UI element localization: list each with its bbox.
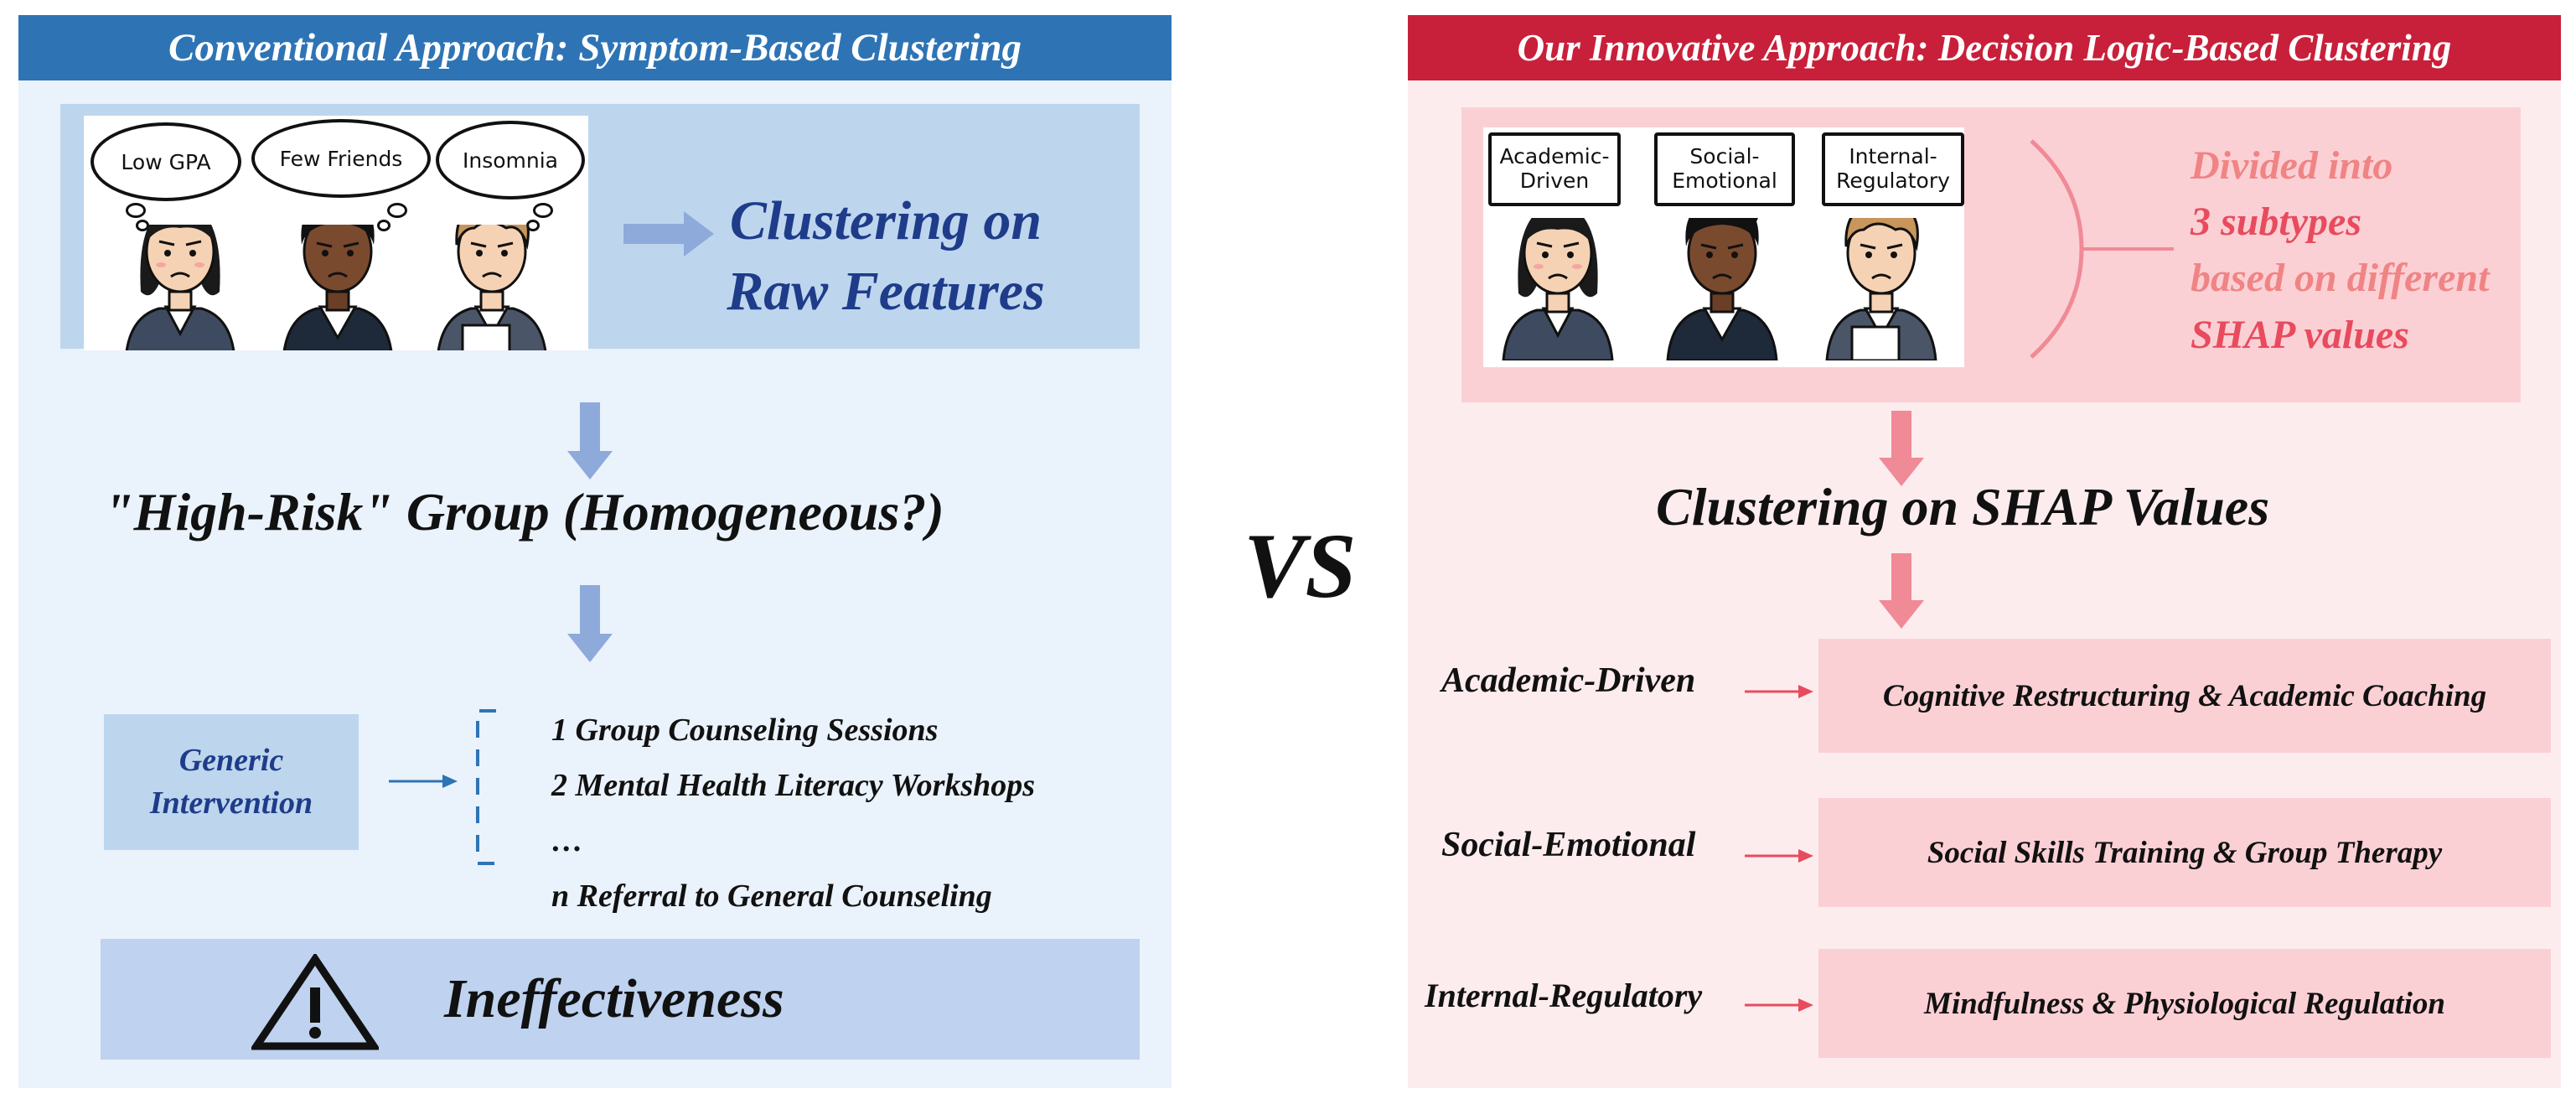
list-item: … (551, 823, 583, 858)
raw-features-box: Low GPA Few Friends Insomnia Clustering … (60, 104, 1140, 350)
label-social-emotional: Social-Emotional (1654, 132, 1795, 206)
ineffectiveness-text: Ineffectiveness (444, 968, 784, 1029)
label-academic-driven: Academic-Driven (1488, 132, 1621, 206)
right-panel-header: Our Innovative Approach: Decision Logic-… (1408, 15, 2561, 80)
warning-icon (251, 954, 379, 1050)
down-arrow-icon (1879, 553, 1924, 629)
student-boy-dark-icon (282, 225, 394, 350)
student-girl-icon (124, 225, 236, 350)
thought-bubble-few-friends: Few Friends (251, 119, 431, 198)
right-arrow-icon (1745, 685, 1813, 698)
down-arrow-icon (567, 402, 613, 479)
subtypes-box: Academic-Driven Social-Emotional Interna… (1461, 107, 2521, 402)
right-arrow-icon (1745, 998, 1813, 1012)
list-item: 2 Mental Health Literacy Workshops (551, 768, 1036, 803)
ineffectiveness-box: Ineffectiveness (101, 939, 1140, 1060)
conventional-approach-panel: Conventional Approach: Symptom-Based Clu… (18, 15, 1172, 1088)
clustering-raw-features-text: Clustering on Raw Features (727, 190, 1045, 322)
students-image: Low GPA Few Friends Insomnia (84, 116, 588, 350)
student-boy-light-icon (1825, 218, 1937, 360)
right-arrow-icon (389, 775, 458, 788)
intervention-social: Social Skills Training & Group Therapy (1818, 798, 2551, 907)
left-panel-header: Conventional Approach: Symptom-Based Clu… (18, 15, 1172, 80)
innovative-approach-panel: Our Innovative Approach: Decision Logic-… (1408, 15, 2561, 1088)
right-arrow-icon (623, 211, 714, 257)
subtype-social-emotional: Social-Emotional (1441, 826, 1696, 864)
generic-intervention-box: Generic Intervention (104, 714, 359, 850)
list-item: 1 Group Counseling Sessions (551, 713, 939, 748)
student-boy-light-icon (436, 225, 548, 350)
student-boy-dark-icon (1666, 218, 1778, 360)
down-arrow-icon (1879, 411, 1924, 486)
thought-bubble-insomnia: Insomnia (436, 121, 585, 200)
students-image: Academic-Driven Social-Emotional Interna… (1483, 127, 1964, 367)
intervention-list: 1 Group Counseling Sessions 2 Mental Hea… (551, 702, 1035, 924)
right-arrow-icon (1745, 849, 1813, 863)
down-arrow-icon (567, 585, 613, 662)
brace-icon (2030, 139, 2174, 359)
intervention-internal: Mindfulness & Physiological Regulation (1818, 949, 2551, 1058)
list-item: n Referral to General Counseling (551, 879, 992, 914)
dashed-bracket (476, 709, 496, 865)
thought-bubble-low-gpa: Low GPA (91, 122, 241, 201)
intervention-academic: Cognitive Restructuring & Academic Coach… (1818, 639, 2551, 753)
vs-text: VS (1244, 515, 1357, 617)
divided-subtypes-text: Divided into 3 subtypes based on differe… (2191, 143, 2490, 357)
student-girl-icon (1502, 218, 1614, 360)
clustering-shap-title: Clustering on SHAP Values (1656, 477, 2270, 536)
label-internal-regulatory: Internal-Regulatory (1822, 132, 1964, 206)
subtype-internal-regulatory: Internal-Regulatory (1425, 977, 1703, 1014)
high-risk-group-title: "High-Risk" Group (Homogeneous?) (104, 482, 944, 542)
subtype-academic-driven: Academic-Driven (1441, 661, 1696, 700)
